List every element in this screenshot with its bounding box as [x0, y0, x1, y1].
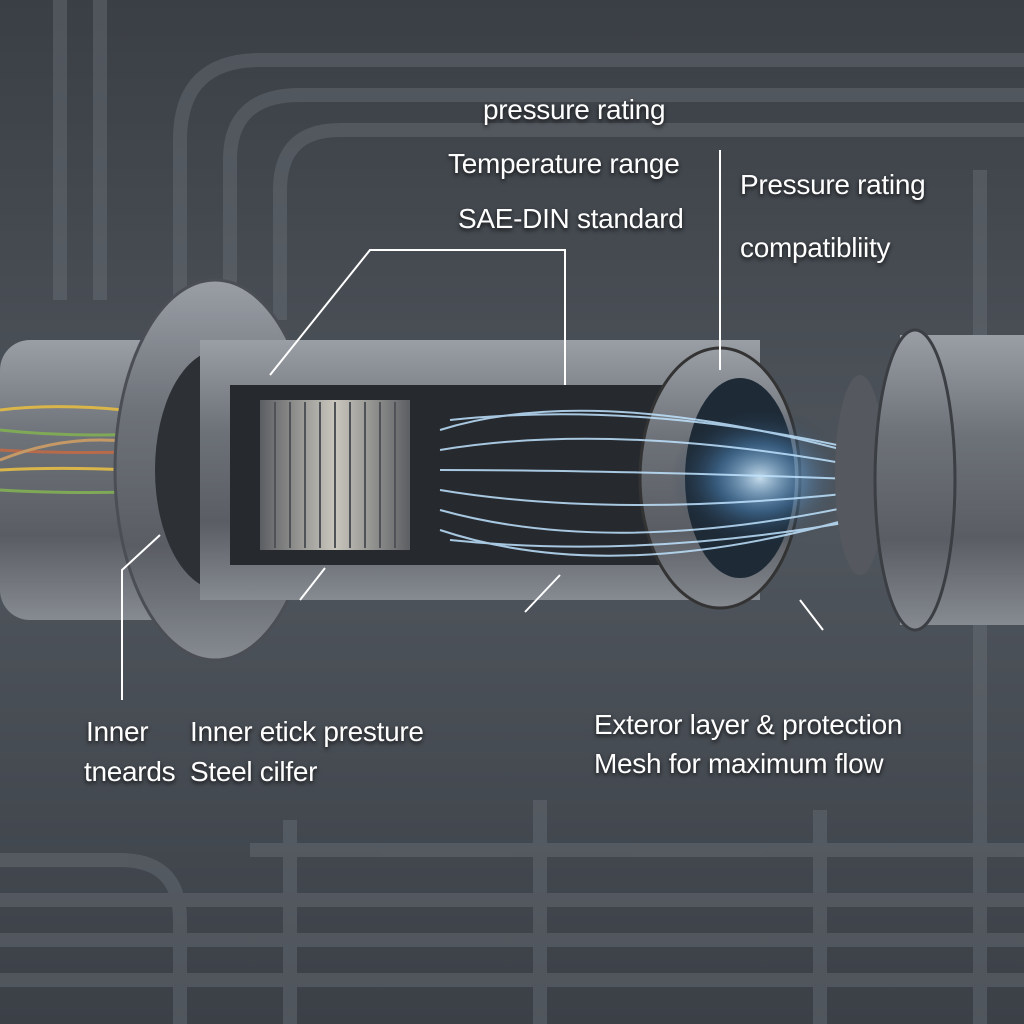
label-pressure-rating-top: pressure rating — [483, 94, 666, 125]
label-temperature-range: Temperature range — [448, 148, 680, 179]
label-inner: Inner — [86, 716, 149, 747]
label-mesh-flow: Mesh for maximum flow — [594, 748, 884, 779]
label-sae-din-standard: SAE-DIN standard — [458, 203, 684, 234]
label-steel-coil: Steel cilfer — [190, 756, 318, 787]
label-pressure-rating-right: Pressure rating — [740, 169, 926, 200]
coil-rings — [274, 402, 396, 548]
leader-lines — [121, 150, 824, 700]
hose-assembly — [0, 278, 1024, 662]
label-inner-threads: tneards — [84, 756, 176, 787]
label-exterior-layer: Exteror layer & protection — [594, 709, 903, 740]
flow-lines — [439, 409, 881, 557]
label-inner-thick-pressure: Inner etick presture — [190, 716, 424, 747]
label-compatibility: compatibliity — [740, 232, 891, 263]
